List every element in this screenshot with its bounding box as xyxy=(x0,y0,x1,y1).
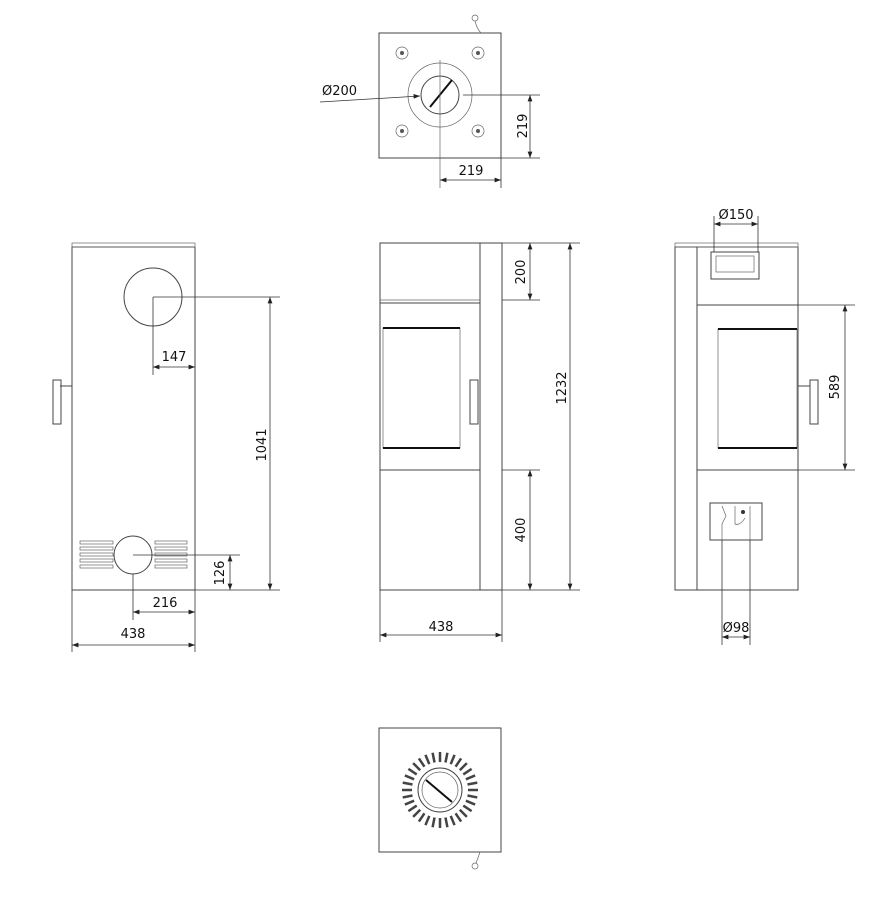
dim-top-offset-horizontal: 219 xyxy=(459,164,484,179)
vent-slot xyxy=(79,564,114,569)
vent-slot xyxy=(458,762,468,772)
dim-side-air-inlet-diameter: Ø98 xyxy=(723,621,750,636)
dim-rear-inlet-height: 126 xyxy=(213,561,228,586)
dim-rear-flue-offset: 147 xyxy=(162,350,187,365)
vent-slot xyxy=(407,767,418,776)
vent-slot xyxy=(424,754,431,765)
vent-slot xyxy=(154,558,188,563)
dim-rear-flue-height: 1041 xyxy=(255,428,270,461)
leg-knobs xyxy=(395,46,485,138)
vent-slot xyxy=(454,757,463,768)
vent-slot xyxy=(417,812,426,823)
bottom-view xyxy=(378,727,502,870)
ventilation-slots xyxy=(402,752,478,828)
door-handle-icon xyxy=(798,379,819,425)
vent-slot xyxy=(79,540,114,545)
vent-slot xyxy=(154,552,188,557)
top-view: Ø200 219 219 xyxy=(319,14,540,188)
door-handle-icon xyxy=(469,379,479,425)
vent-slot xyxy=(449,815,456,826)
vent-slot xyxy=(467,794,478,799)
vent-slot xyxy=(449,754,456,765)
dim-rear-inlet-offset: 216 xyxy=(153,596,178,611)
vent-slot xyxy=(454,812,463,823)
dim-front-bottom-section: 400 xyxy=(514,518,529,543)
vent-slot xyxy=(462,804,473,813)
dim-side-flue-diameter: Ø150 xyxy=(718,208,753,223)
hook-icon xyxy=(471,862,479,870)
side-view: Ø150 589 Ø98 xyxy=(674,208,855,645)
vent-slot xyxy=(402,781,413,786)
vent-slot xyxy=(417,757,426,768)
vent-slot xyxy=(404,799,415,806)
dim-rear-width: 438 xyxy=(121,627,146,642)
dim-top-flue-diameter: Ø200 xyxy=(322,84,357,99)
door-handle-icon xyxy=(52,379,72,425)
vent-slot xyxy=(465,774,476,781)
vent-slot xyxy=(444,752,449,763)
vent-slot xyxy=(462,767,473,776)
vent-slot xyxy=(407,804,418,813)
vent-slot xyxy=(424,815,431,826)
vent-slot xyxy=(402,794,413,799)
vent-slot xyxy=(79,558,114,563)
hook-icon xyxy=(471,14,479,22)
vent-slot xyxy=(458,808,468,818)
vent-slot xyxy=(431,752,436,763)
vent-slot xyxy=(412,762,422,772)
vent-slot xyxy=(404,774,415,781)
dim-front-total-height: 1232 xyxy=(555,371,570,404)
rear-view: 147 1041 126 216 438 xyxy=(52,242,280,652)
dim-front-width: 438 xyxy=(429,620,454,635)
vent-slot xyxy=(154,540,188,545)
rear-vents xyxy=(79,540,188,569)
vent-slot xyxy=(79,552,114,557)
dim-top-offset-vertical: 219 xyxy=(516,114,531,139)
vent-slot xyxy=(154,564,188,569)
vent-slot xyxy=(444,817,449,828)
dim-front-top-section: 200 xyxy=(514,260,529,285)
vent-slot xyxy=(431,817,436,828)
vent-slot xyxy=(467,781,478,786)
vent-slot xyxy=(79,546,114,551)
vent-slot xyxy=(412,808,422,818)
dim-side-door-height: 589 xyxy=(828,375,843,400)
front-view: 200 400 1232 438 xyxy=(379,242,580,642)
vent-slot xyxy=(154,546,188,551)
vent-slot xyxy=(465,799,476,806)
